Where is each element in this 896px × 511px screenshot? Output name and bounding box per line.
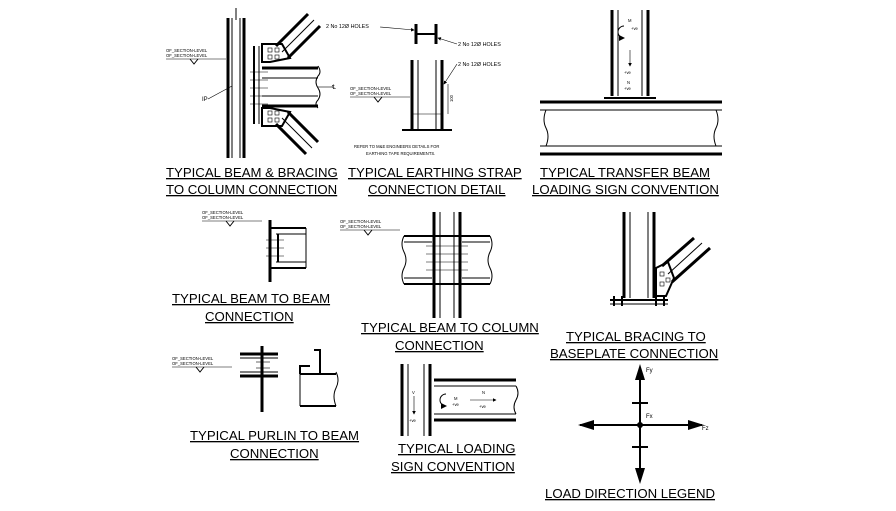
transfer-beam-detail: M +ve +ve N +ve TYPICAL TRANSFER BEAM LO…	[532, 10, 722, 197]
title-beam-bracing-line1: TYPICAL BEAM & BRACING	[166, 165, 338, 180]
section-level-label: OF_SECTION-LEVEL	[350, 86, 392, 91]
fy-arrow-icon	[635, 364, 645, 380]
section-level-label: OF_SECTION-LEVEL	[172, 361, 214, 366]
title-bracing-base-line1: TYPICAL BRACING TO	[566, 329, 706, 344]
sign-n: N	[482, 390, 485, 395]
sign-ve: +ve	[624, 70, 632, 75]
centerline-mark: ℄	[331, 85, 336, 91]
title-beam-to-column-line1: TYPICAL BEAM TO COLUMN	[361, 320, 539, 335]
fy-down-arrow-icon	[635, 468, 645, 484]
earthing-note-line2: EARTHING TAPE REQUIREMENTS.	[366, 151, 435, 156]
origin-dot	[637, 422, 643, 428]
title-purlin-line1: TYPICAL PURLIN TO BEAM	[190, 428, 359, 443]
load-direction-legend: Fy Fx Fz LOAD DIRECTION LEGEND	[545, 364, 715, 501]
section-level-label: OF_SECTION-LEVEL	[350, 91, 392, 96]
sign-v: V	[412, 390, 415, 395]
title-beam-to-column-line2: CONNECTION	[395, 338, 484, 353]
section-level-label: OF_SECTION-LEVEL	[202, 210, 244, 215]
earthing-strap-detail: 2 No 12Ø HOLES 2 No 12Ø HOLES 100 2 No 1…	[326, 24, 522, 197]
dimension-label: 100	[449, 94, 454, 102]
beam-to-column-detail: OF_SECTION-LEVEL OF_SECTION-LEVEL TYPICA…	[340, 212, 539, 353]
section-level-label: OF_SECTION-LEVEL	[340, 219, 382, 224]
sign-ve: +ve	[631, 26, 639, 31]
loading-sign-detail: V +ve M +ve N +ve TYPICAL LOADING SIGN C…	[391, 364, 519, 474]
sign-ve: +ve	[624, 86, 632, 91]
section-level-label: OF_SECTION-LEVEL	[202, 215, 244, 220]
ip-label: IP	[202, 97, 208, 103]
section-level-label: OF_SECTION-LEVEL	[166, 48, 208, 53]
holes-label: 2 No 12Ø HOLES	[326, 24, 369, 30]
sign-ve: +ve	[452, 402, 460, 407]
holes-label: 2 No 12Ø HOLES	[458, 62, 501, 68]
fz-arrow-icon	[688, 420, 704, 430]
sign-m: M	[454, 396, 458, 401]
section-level-label: OF_SECTION-LEVEL	[340, 224, 382, 229]
title-transfer-line2: LOADING SIGN CONVENTION	[532, 182, 719, 197]
sign-ve: +ve	[409, 418, 417, 423]
bracing-to-baseplate-detail: TYPICAL BRACING TO BASEPLATE CONNECTION	[550, 212, 718, 361]
holes-label: 2 No 12Ø HOLES	[458, 42, 501, 48]
title-transfer-line1: TYPICAL TRANSFER BEAM	[540, 165, 710, 180]
beam-to-beam-detail: OF_SECTION-LEVEL OF_SECTION-LEVEL TYPICA…	[172, 210, 330, 324]
fz-left-arrow-icon	[578, 420, 594, 430]
force-fx-label: Fx	[646, 414, 653, 420]
beam-bracing-to-column-detail: OF_SECTION-LEVEL OF_SECTION-LEVEL IP ℄ T…	[166, 8, 338, 197]
title-purlin-line2: CONNECTION	[230, 446, 319, 461]
earthing-note-line1: REFER TO M&E ENGINEERS DETAILS FOR	[354, 144, 439, 149]
title-beam-to-beam-line2: CONNECTION	[205, 309, 294, 324]
section-level-label: OF_SECTION-LEVEL	[166, 53, 208, 58]
purlin-to-beam-detail: OF_SECTION-LEVEL OF_SECTION-LEVEL TYPICA…	[172, 346, 359, 461]
sign-m: M	[628, 18, 632, 23]
force-fz-label: Fz	[702, 426, 709, 432]
title-loading-sign-line2: SIGN CONVENTION	[391, 459, 515, 474]
section-level-label: OF_SECTION-LEVEL	[172, 356, 214, 361]
force-fy-label: Fy	[646, 368, 653, 374]
title-bracing-base-line2: BASEPLATE CONNECTION	[550, 346, 718, 361]
title-loading-sign-line1: TYPICAL LOADING	[398, 441, 516, 456]
sign-ve: +ve	[479, 404, 487, 409]
title-legend: LOAD DIRECTION LEGEND	[545, 486, 715, 501]
title-earthing-line2: CONNECTION DETAIL	[368, 182, 506, 197]
title-earthing-line1: TYPICAL EARTHING STRAP	[348, 165, 522, 180]
sign-n: N	[627, 80, 630, 85]
title-beam-bracing-line2: TO COLUMN CONNECTION	[166, 182, 337, 197]
title-beam-to-beam-line1: TYPICAL BEAM TO BEAM	[172, 291, 330, 306]
